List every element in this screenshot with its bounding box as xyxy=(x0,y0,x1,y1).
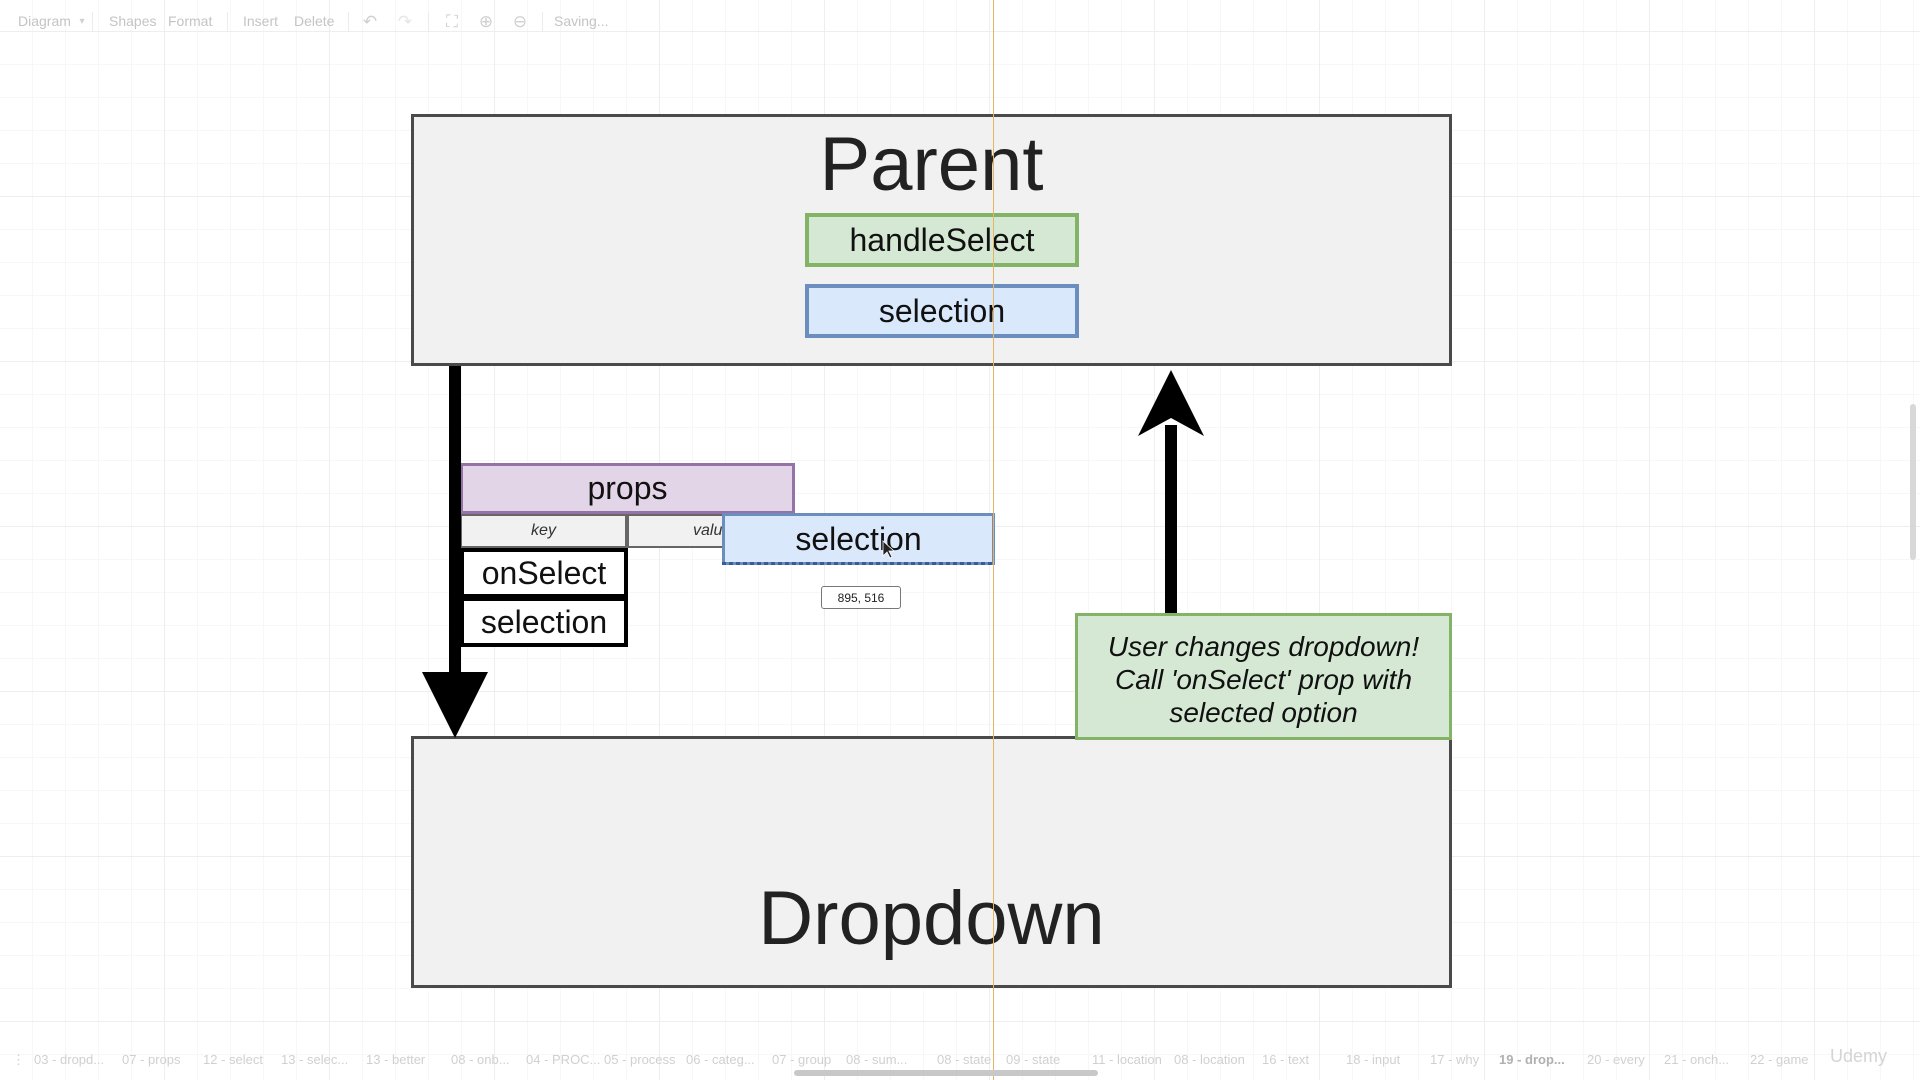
page-tab[interactable]: 13 - selec... xyxy=(281,1052,349,1067)
fit-icon[interactable]: ⛶ xyxy=(446,12,458,31)
page-tab[interactable]: 06 - categ... xyxy=(686,1052,755,1067)
page-tab[interactable]: 08 - state xyxy=(937,1052,992,1067)
udemy-watermark: Udemy xyxy=(1830,1046,1888,1066)
dropdown-title: Dropdown xyxy=(758,876,1105,961)
horizontal-scrollbar[interactable] xyxy=(794,1070,1098,1076)
divider xyxy=(227,12,228,32)
handle-select-box[interactable]: handleSelect xyxy=(805,213,1079,267)
toolbar: Diagram ▾ Shapes Format Insert Delete ↶ … xyxy=(0,0,1920,44)
page-tab[interactable]: 08 - sum... xyxy=(846,1052,908,1067)
down-arrow[interactable] xyxy=(422,366,488,738)
redo-icon[interactable]: ↷ xyxy=(397,12,413,31)
page-tab[interactable]: 21 - onch... xyxy=(1664,1052,1730,1067)
parent-selection-box[interactable]: selection xyxy=(805,284,1079,338)
note-line: selected option xyxy=(1169,697,1358,728)
divider xyxy=(348,12,349,32)
page-tab[interactable]: 18 - input xyxy=(1346,1052,1401,1067)
divider xyxy=(542,12,543,32)
page-tab[interactable]: 11 - location xyxy=(1092,1052,1162,1067)
page-tab-active[interactable]: 19 - drop... xyxy=(1499,1052,1565,1067)
alignment-guide xyxy=(993,0,994,1080)
user-action-note[interactable]: User changes dropdown! Call 'onSelect' p… xyxy=(1075,613,1452,740)
zoom-out-icon[interactable]: ⊖ xyxy=(512,12,528,31)
insert-button[interactable]: Insert xyxy=(243,13,279,29)
page-tabs: ⋮ 03 - dropd... 07 - props 12 - select 1… xyxy=(0,1052,1920,1070)
page-tab[interactable]: 07 - props xyxy=(122,1052,181,1067)
format-button[interactable]: Format xyxy=(168,13,213,29)
coordinate-tooltip: 895, 516 xyxy=(821,586,901,609)
divider xyxy=(92,12,93,32)
page-tab[interactable]: 04 - PROC... xyxy=(526,1052,601,1067)
note-line: Call 'onSelect' prop with xyxy=(1114,664,1413,695)
shapes-button[interactable]: Shapes xyxy=(109,13,157,29)
delete-button[interactable]: Delete xyxy=(294,13,335,29)
parent-title: Parent xyxy=(819,122,1044,207)
save-status: Saving... xyxy=(554,13,609,29)
page-tab[interactable]: 08 - onb... xyxy=(451,1052,510,1067)
dropdown-component-box[interactable]: Dropdown xyxy=(411,736,1452,988)
dragged-selection-box[interactable]: selection xyxy=(722,513,995,565)
page-tab[interactable]: 20 - every xyxy=(1587,1052,1645,1067)
props-header[interactable]: props xyxy=(460,463,795,514)
page-tab[interactable]: 07 - group xyxy=(772,1052,832,1067)
chevron-down-icon[interactable]: ▾ xyxy=(79,16,85,27)
page-tab[interactable]: 12 - select xyxy=(203,1052,263,1067)
vertical-scrollbar[interactable] xyxy=(1910,404,1916,560)
table-key-header[interactable]: key xyxy=(460,514,627,548)
up-arrow[interactable] xyxy=(1138,370,1204,613)
diagram-menu[interactable]: Diagram xyxy=(18,13,71,29)
page-tab[interactable]: 03 - dropd... xyxy=(34,1052,105,1067)
note-line: User changes dropdown! xyxy=(1107,631,1420,662)
page-tab[interactable]: 13 - better xyxy=(366,1052,426,1067)
divider xyxy=(428,12,429,32)
prop-onselect-cell[interactable]: onSelect xyxy=(460,548,628,598)
zoom-in-icon[interactable]: ⊕ xyxy=(478,12,494,31)
undo-icon[interactable]: ↶ xyxy=(362,12,378,31)
mouse-cursor-icon xyxy=(882,540,896,559)
page-tab[interactable]: 09 - state xyxy=(1006,1052,1061,1067)
page-tab[interactable]: 16 - text xyxy=(1262,1052,1309,1067)
prop-selection-cell[interactable]: selection xyxy=(460,597,628,647)
page-tab[interactable]: 17 - why xyxy=(1430,1052,1480,1067)
page-tab[interactable]: 08 - location xyxy=(1174,1052,1245,1067)
tab-menu-icon[interactable]: ⋮ xyxy=(12,1052,25,1067)
page-tab[interactable]: 22 - game xyxy=(1750,1052,1809,1067)
page-tab[interactable]: 05 - process xyxy=(604,1052,676,1067)
